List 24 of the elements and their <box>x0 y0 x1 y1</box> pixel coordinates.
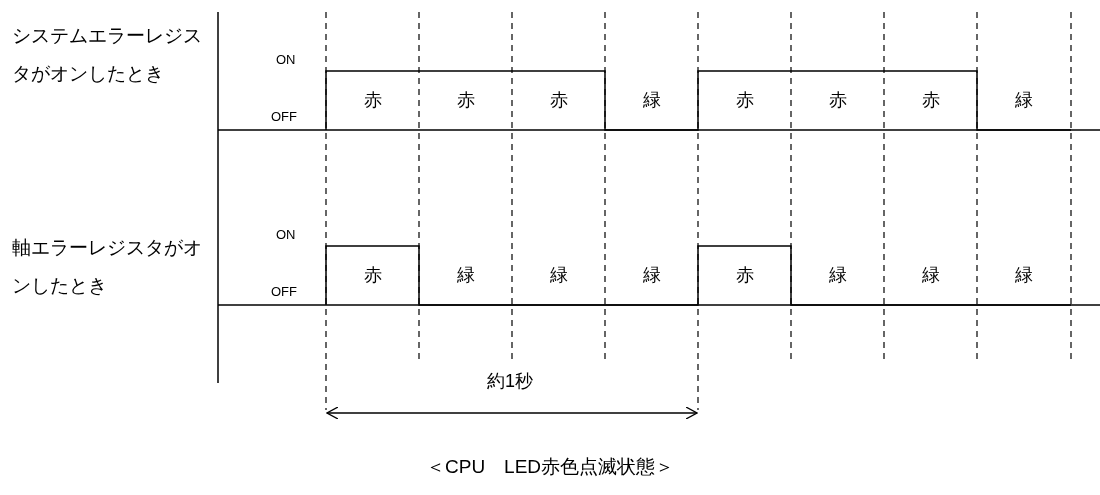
state-label: 赤 <box>363 263 382 287</box>
level-label: ON <box>276 227 296 244</box>
state-label: 赤 <box>828 88 847 112</box>
state-label: 赤 <box>921 88 940 112</box>
level-label: OFF <box>271 284 297 301</box>
signal-name: 軸エラーレジスタがオンしたとき <box>12 236 202 298</box>
level-label: ON <box>276 52 296 69</box>
state-label: 赤 <box>549 88 568 112</box>
state-label: 緑 <box>921 263 940 287</box>
state-label: 緑 <box>456 263 475 287</box>
level-label: OFF <box>271 109 297 126</box>
state-label: 赤 <box>456 88 475 112</box>
state-label: 緑 <box>1015 88 1033 112</box>
state-label: 赤 <box>363 88 382 112</box>
dimension-label: 約1秒 <box>487 370 533 393</box>
state-label: 緑 <box>828 263 847 287</box>
signal-name: システムエラーレジスタがオンしたとき <box>12 24 202 86</box>
state-label: 赤 <box>735 263 754 287</box>
state-label: 緑 <box>1015 263 1033 287</box>
state-label: 緑 <box>642 263 661 287</box>
caption: ＜CPU LED赤色点滅状態＞ <box>426 455 675 479</box>
state-label: 緑 <box>642 88 661 112</box>
state-label: 緑 <box>549 263 568 287</box>
state-label: 赤 <box>735 88 754 112</box>
